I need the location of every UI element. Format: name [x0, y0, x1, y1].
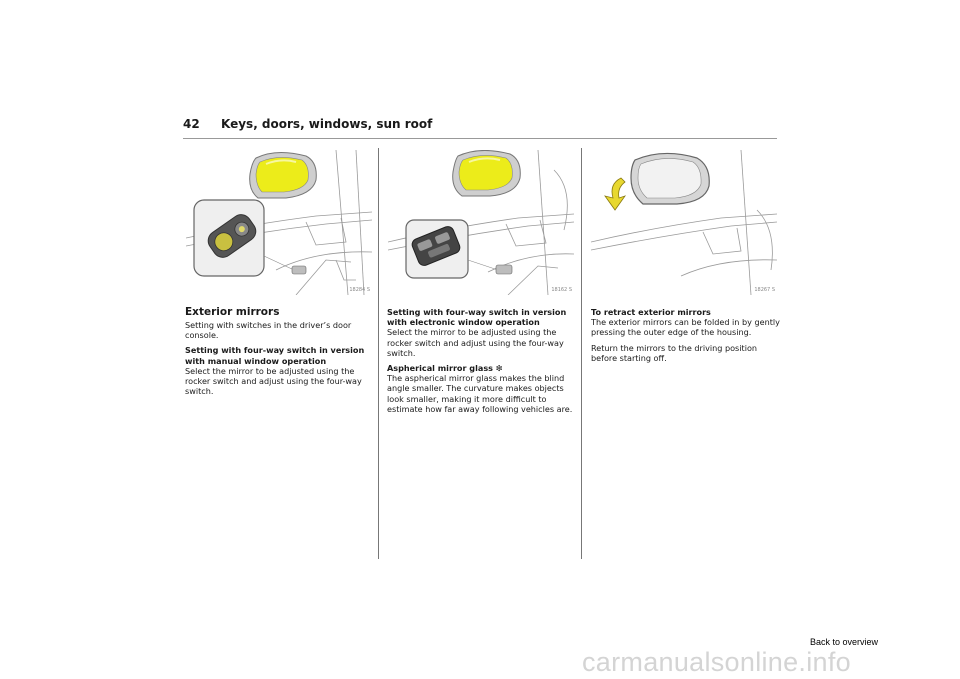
column-divider: [581, 148, 582, 559]
paragraph-aspherical: Aspherical mirror glass ❇ The aspherical…: [387, 363, 577, 414]
watermark: carmanualsonline.info: [582, 647, 851, 677]
column-1: Exterior mirrors Setting with switches i…: [185, 306, 375, 401]
paragraph-return: Return the mirrors to the driving positi…: [591, 342, 758, 363]
paragraph-manual: Setting with four-way switch in version …: [185, 345, 375, 396]
subheading-retract: To retract exterior mirrors: [591, 307, 711, 317]
page-number: 42: [183, 117, 200, 131]
paragraph-retract: To retract exterior mirrors The exterior…: [591, 307, 781, 338]
figure-mirror-retract: 18267 S: [591, 150, 777, 295]
section-heading: Exterior mirrors: [185, 306, 280, 318]
figure-code: 18284 S: [349, 287, 370, 293]
figure-mirror-switch-electronic: 18162 S: [388, 150, 574, 295]
column-2: Setting with four-way switch in version …: [387, 307, 577, 419]
header-rule: [183, 138, 777, 139]
page-header: 42 Keys, doors, windows, sun roof: [183, 117, 777, 139]
body-aspherical: The aspherical mirror glass makes the bl…: [387, 373, 573, 414]
subheading-manual: Setting with four-way switch in version …: [185, 345, 365, 366]
mirror-switch-illustration: [186, 150, 372, 295]
figure-code: 18267 S: [754, 287, 775, 293]
mirror-retract-illustration: [591, 150, 777, 295]
subheading-aspherical: Aspherical mirror glass ❇: [387, 363, 503, 374]
body-electronic: Select the mirror to be adjusted using t…: [387, 327, 564, 358]
column-3: To retract exterior mirrors The exterior…: [591, 307, 781, 368]
paragraph-electronic: Setting with four-way switch in version …: [387, 307, 577, 358]
body-retract: The exterior mirrors can be folded in by…: [591, 317, 780, 338]
page-title: Keys, doors, windows, sun roof: [221, 117, 433, 131]
figure-mirror-switch-manual: 18284 S: [186, 150, 372, 295]
paragraph-intro: Setting with switches in the driver’s do…: [185, 320, 352, 341]
figure-code: 18162 S: [551, 287, 572, 293]
subheading-electronic: Setting with four-way switch in version …: [387, 307, 567, 328]
body-manual: Select the mirror to be adjusted using t…: [185, 365, 362, 397]
mirror-electronic-switch-illustration: [388, 150, 574, 295]
back-to-overview-link[interactable]: Back to overview: [810, 637, 879, 647]
column-divider: [378, 148, 379, 559]
